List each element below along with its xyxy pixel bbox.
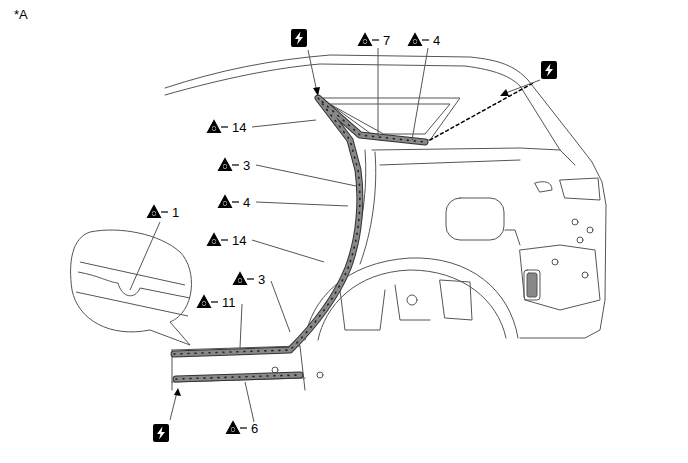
callout-number: 4 [243, 195, 250, 210]
callout-number: 3 [258, 272, 265, 287]
callout-number: 3 [243, 158, 250, 173]
callout-number: 4 [433, 33, 440, 48]
callout-number: 1 [172, 205, 179, 220]
callout-number: 6 [251, 421, 258, 436]
callout-number: 14 [232, 120, 246, 135]
figure-tag: *A [14, 7, 28, 22]
callout-number: 11 [222, 295, 236, 310]
callout-number: 7 [383, 33, 390, 48]
callout-number: 14 [232, 233, 246, 248]
